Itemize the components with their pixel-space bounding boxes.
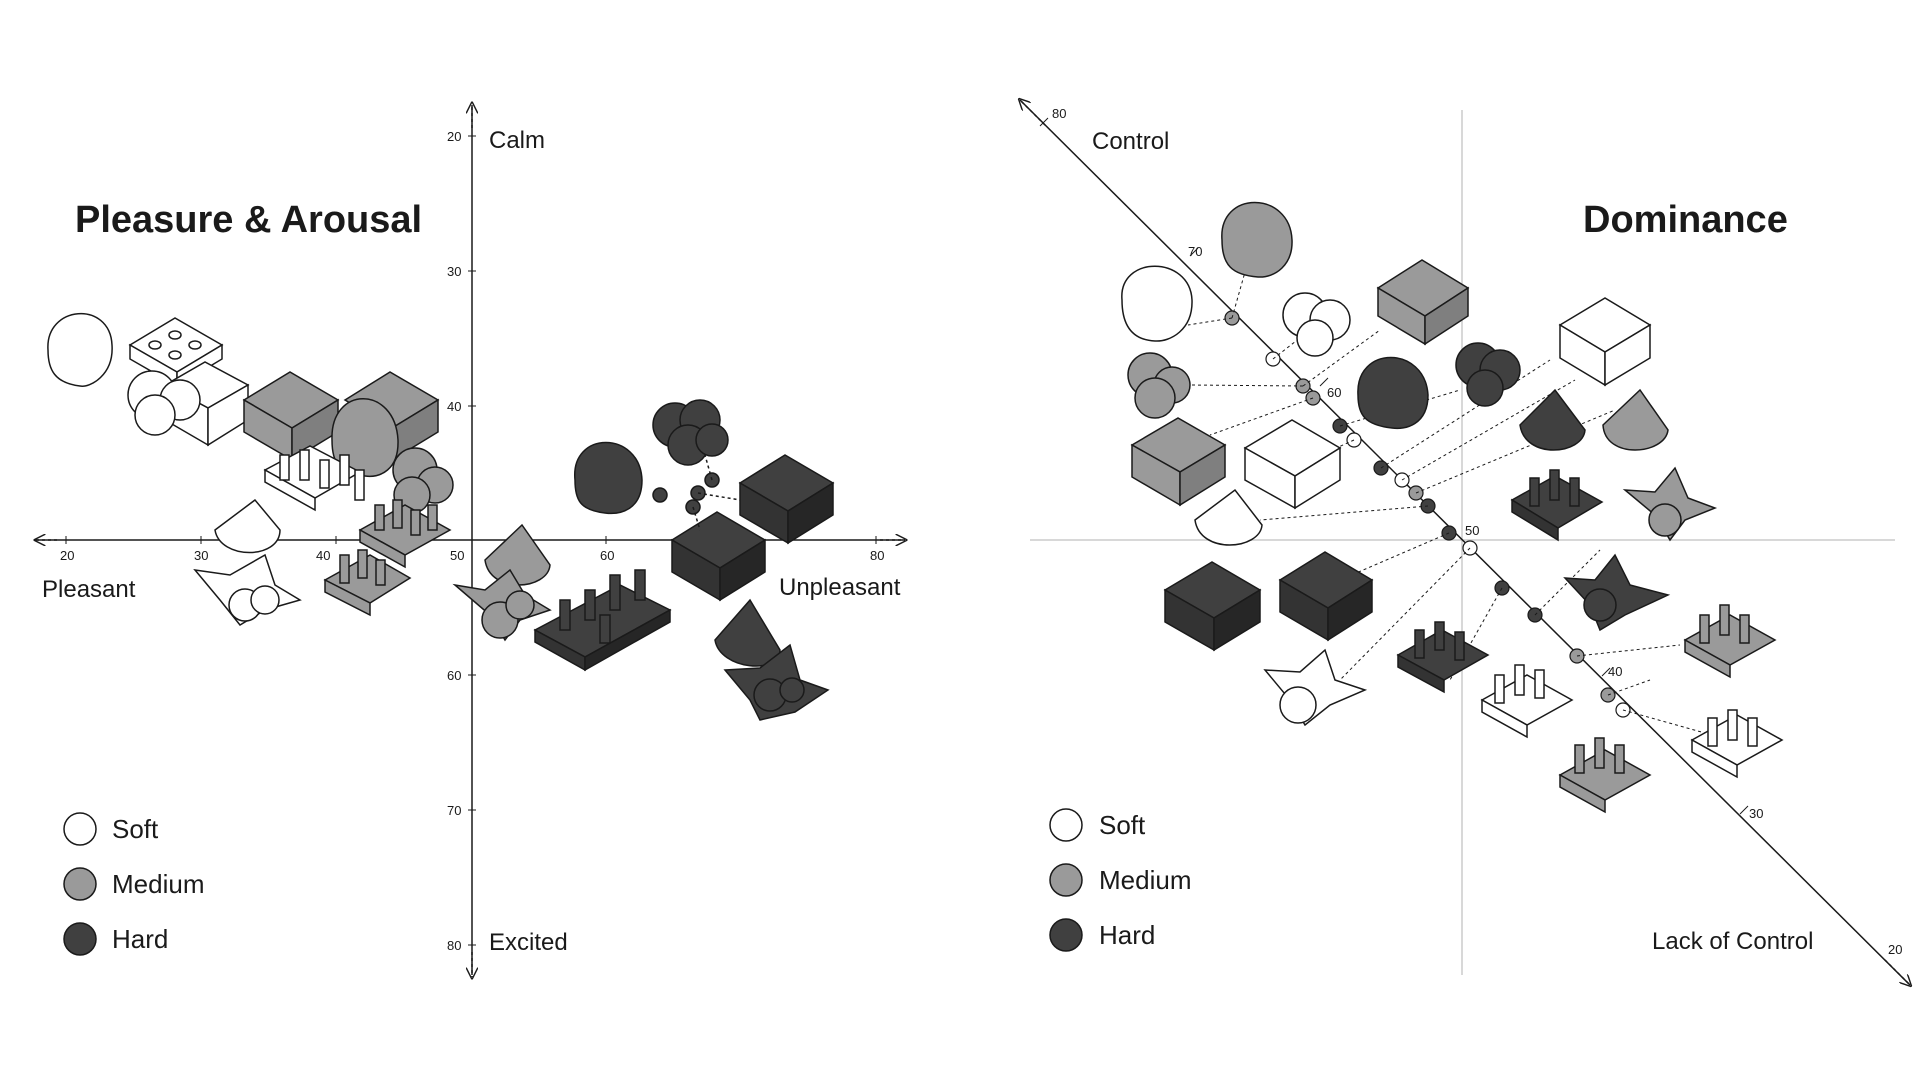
soft-blob-shape	[127, 370, 201, 436]
medium-spiky-shape	[1622, 466, 1718, 542]
medium-swatch	[1049, 863, 1083, 897]
y-tick-label: 80	[447, 938, 461, 953]
x-tick-label: 60	[600, 548, 614, 563]
right-panel: Dominance 80 70 60 50 40 30 20 Control L…	[1020, 100, 1910, 985]
soft-pillars-shape	[1480, 664, 1574, 739]
medium-swatch	[63, 867, 97, 901]
y-tick-label: 70	[447, 803, 461, 818]
medium-cube-squares-shape	[1130, 417, 1227, 507]
dom-tick-label: 40	[1608, 664, 1622, 679]
left-panel: Pleasure & Arousal 20 30 40 50 60 70 80 …	[35, 104, 905, 977]
calm-label: Calm	[489, 127, 545, 154]
medium-cone-shape	[484, 523, 551, 586]
y-tick-label: 20	[447, 129, 461, 144]
medium-dome-shape	[1221, 201, 1293, 278]
left-axes: 20 30 40 50 60 70 80 20 30 40 60 70 80 C…	[35, 104, 905, 977]
medium-cube-circles-shape	[1376, 259, 1470, 346]
hard-pillars-shape	[533, 569, 672, 672]
dom-tick-label: 30	[1749, 806, 1763, 821]
soft-dome-shape	[47, 312, 113, 387]
hard-dome-shape	[574, 441, 643, 515]
medium-spiky-shape	[452, 568, 552, 642]
legend-soft-label: Soft	[112, 814, 159, 844]
soft-spiky-shape	[1263, 648, 1368, 727]
left-legend: Soft Medium Hard	[63, 812, 204, 956]
medium-cone-shape	[1602, 388, 1669, 451]
left-shapes	[47, 312, 835, 721]
hard-swatch	[63, 922, 97, 956]
soft-cone-shape	[214, 498, 281, 554]
right-panel-title: Dominance	[1583, 199, 1788, 241]
soft-blob-shape	[1282, 292, 1351, 357]
soft-pillars-shape	[263, 445, 365, 512]
soft-cone-shape	[1194, 488, 1263, 546]
dom-tick-label: 20	[1888, 942, 1902, 957]
dom-tick-label: 80	[1052, 106, 1066, 121]
hard-cube-right-shape	[1278, 551, 1374, 642]
x-tick-label: 20	[60, 548, 74, 563]
hard-spiky-shape	[723, 643, 830, 721]
dom-tick-label: 50	[1465, 523, 1479, 538]
hard-cube-top-shape	[738, 454, 835, 545]
y-tick-label: 40	[447, 399, 461, 414]
legend-hard-label: Hard	[112, 924, 168, 954]
leader-dots	[652, 454, 741, 531]
legend-medium-label: Medium	[1099, 865, 1191, 895]
legend-medium-label: Medium	[112, 869, 204, 899]
left-panel-title: Pleasure & Arousal	[75, 199, 422, 241]
x-tick-label: 40	[316, 548, 330, 563]
hard-cone-shape	[1519, 388, 1586, 451]
hard-cube-middle-shape	[670, 511, 767, 602]
y-tick-label: 60	[447, 668, 461, 683]
hard-dome-shape	[1357, 356, 1429, 430]
hard-cone-shape	[714, 598, 781, 667]
hard-blob-shape	[652, 399, 729, 466]
x-tick-label: 80	[870, 548, 884, 563]
dominance-ticks: 80 70 60 50 40 30 20	[1039, 106, 1902, 957]
y-ticks: 20 30 40 60 70 80	[447, 129, 476, 953]
hard-swatch	[1049, 918, 1083, 952]
unpleasant-label: Unpleasant	[779, 574, 901, 601]
hard-cube-left-shape	[1163, 561, 1262, 652]
medium-cube-circles-shape	[343, 371, 440, 462]
medium-pillars-lower-shape	[1558, 737, 1652, 814]
soft-spiky-shape	[193, 553, 302, 626]
legend-hard-label: Hard	[1099, 920, 1155, 950]
excited-label: Excited	[489, 929, 568, 956]
soft-cube-circles-shape	[1243, 419, 1342, 510]
medium-pillars-right-shape	[1683, 604, 1777, 679]
hard-pillars-shape	[1510, 469, 1604, 542]
control-label: Control	[1092, 128, 1169, 155]
soft-dome-shape	[1121, 265, 1193, 342]
soft-pillars-right-shape	[1690, 709, 1784, 779]
dom-tick-label: 60	[1327, 385, 1341, 400]
x-tick-label: 50	[450, 548, 464, 563]
medium-cube-squares-shape	[242, 371, 340, 462]
medium-blob-shape	[1127, 352, 1191, 419]
lack-of-control-label: Lack of Control	[1652, 928, 1813, 955]
pleasant-label: Pleasant	[42, 576, 136, 603]
right-legend: Soft Medium Hard	[1049, 808, 1191, 952]
soft-swatch	[63, 812, 97, 846]
legend-soft-label: Soft	[1099, 810, 1146, 840]
x-tick-label: 30	[194, 548, 208, 563]
hard-spiky-shape	[1563, 553, 1671, 632]
soft-swatch	[1049, 808, 1083, 842]
right-shapes	[1121, 201, 1784, 814]
medium-pillars-shape	[323, 499, 452, 617]
hard-blob-shape	[1455, 342, 1521, 407]
soft-cube-squares-shape	[1558, 297, 1652, 387]
hard-pillars-lower-shape	[1396, 621, 1490, 694]
y-tick-label: 30	[447, 264, 461, 279]
dom-tick-label: 70	[1188, 244, 1202, 259]
medium-blob-shape	[392, 447, 454, 514]
